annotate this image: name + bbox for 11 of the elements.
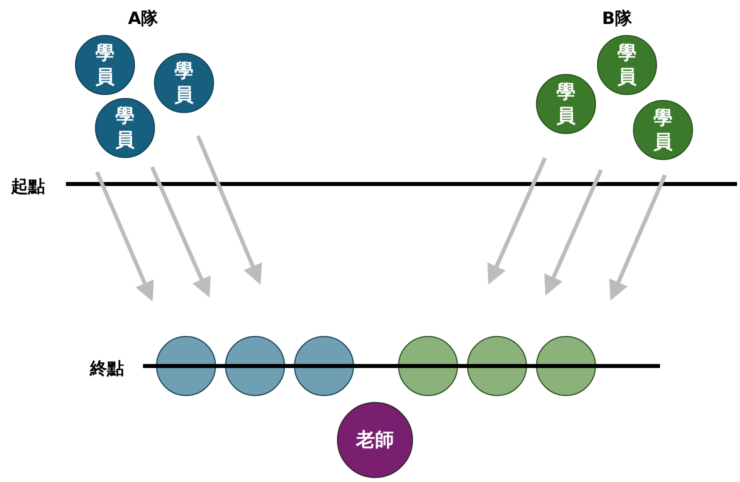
team-label: B隊: [602, 8, 632, 30]
student-circle: 學員: [597, 35, 657, 95]
student-circle: 學員: [536, 74, 596, 134]
teacher-circle: 老師: [337, 402, 413, 478]
student-circle: 學員: [95, 98, 155, 158]
finish-label: 終點: [90, 358, 124, 380]
student-circle: 學員: [154, 53, 214, 113]
start-label: 起點: [11, 176, 45, 198]
student-circle: 學員: [75, 35, 135, 95]
student-circle: 學員: [633, 100, 693, 160]
team-label: A隊: [128, 8, 158, 30]
